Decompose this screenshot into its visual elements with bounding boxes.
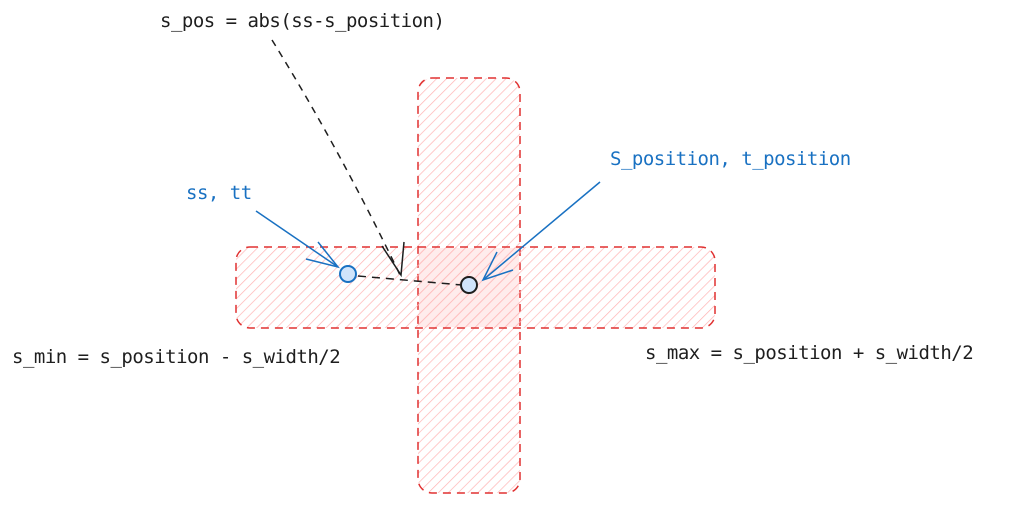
- ss-tt-point: [339, 265, 357, 283]
- s-max-formula: s_max = s_position + s_width/2: [645, 342, 974, 364]
- distance-line: [357, 275, 463, 286]
- position-arrowhead: [481, 251, 514, 282]
- ss-tt-arrowhead: [305, 241, 340, 269]
- s-pos-formula: s_pos = abs(ss-s_position): [160, 10, 445, 32]
- s-pos-pointer: [271, 39, 401, 276]
- ss-tt-label: ss, tt: [186, 182, 252, 204]
- ss-tt-arrow: [255, 210, 339, 268]
- s-min-formula: s_min = s_position - s_width/2: [12, 346, 341, 368]
- position-arrow: [482, 181, 601, 281]
- position-point: [460, 276, 478, 294]
- s-pos-arrowhead: [381, 241, 405, 278]
- position-label: S_position, t_position: [610, 148, 851, 170]
